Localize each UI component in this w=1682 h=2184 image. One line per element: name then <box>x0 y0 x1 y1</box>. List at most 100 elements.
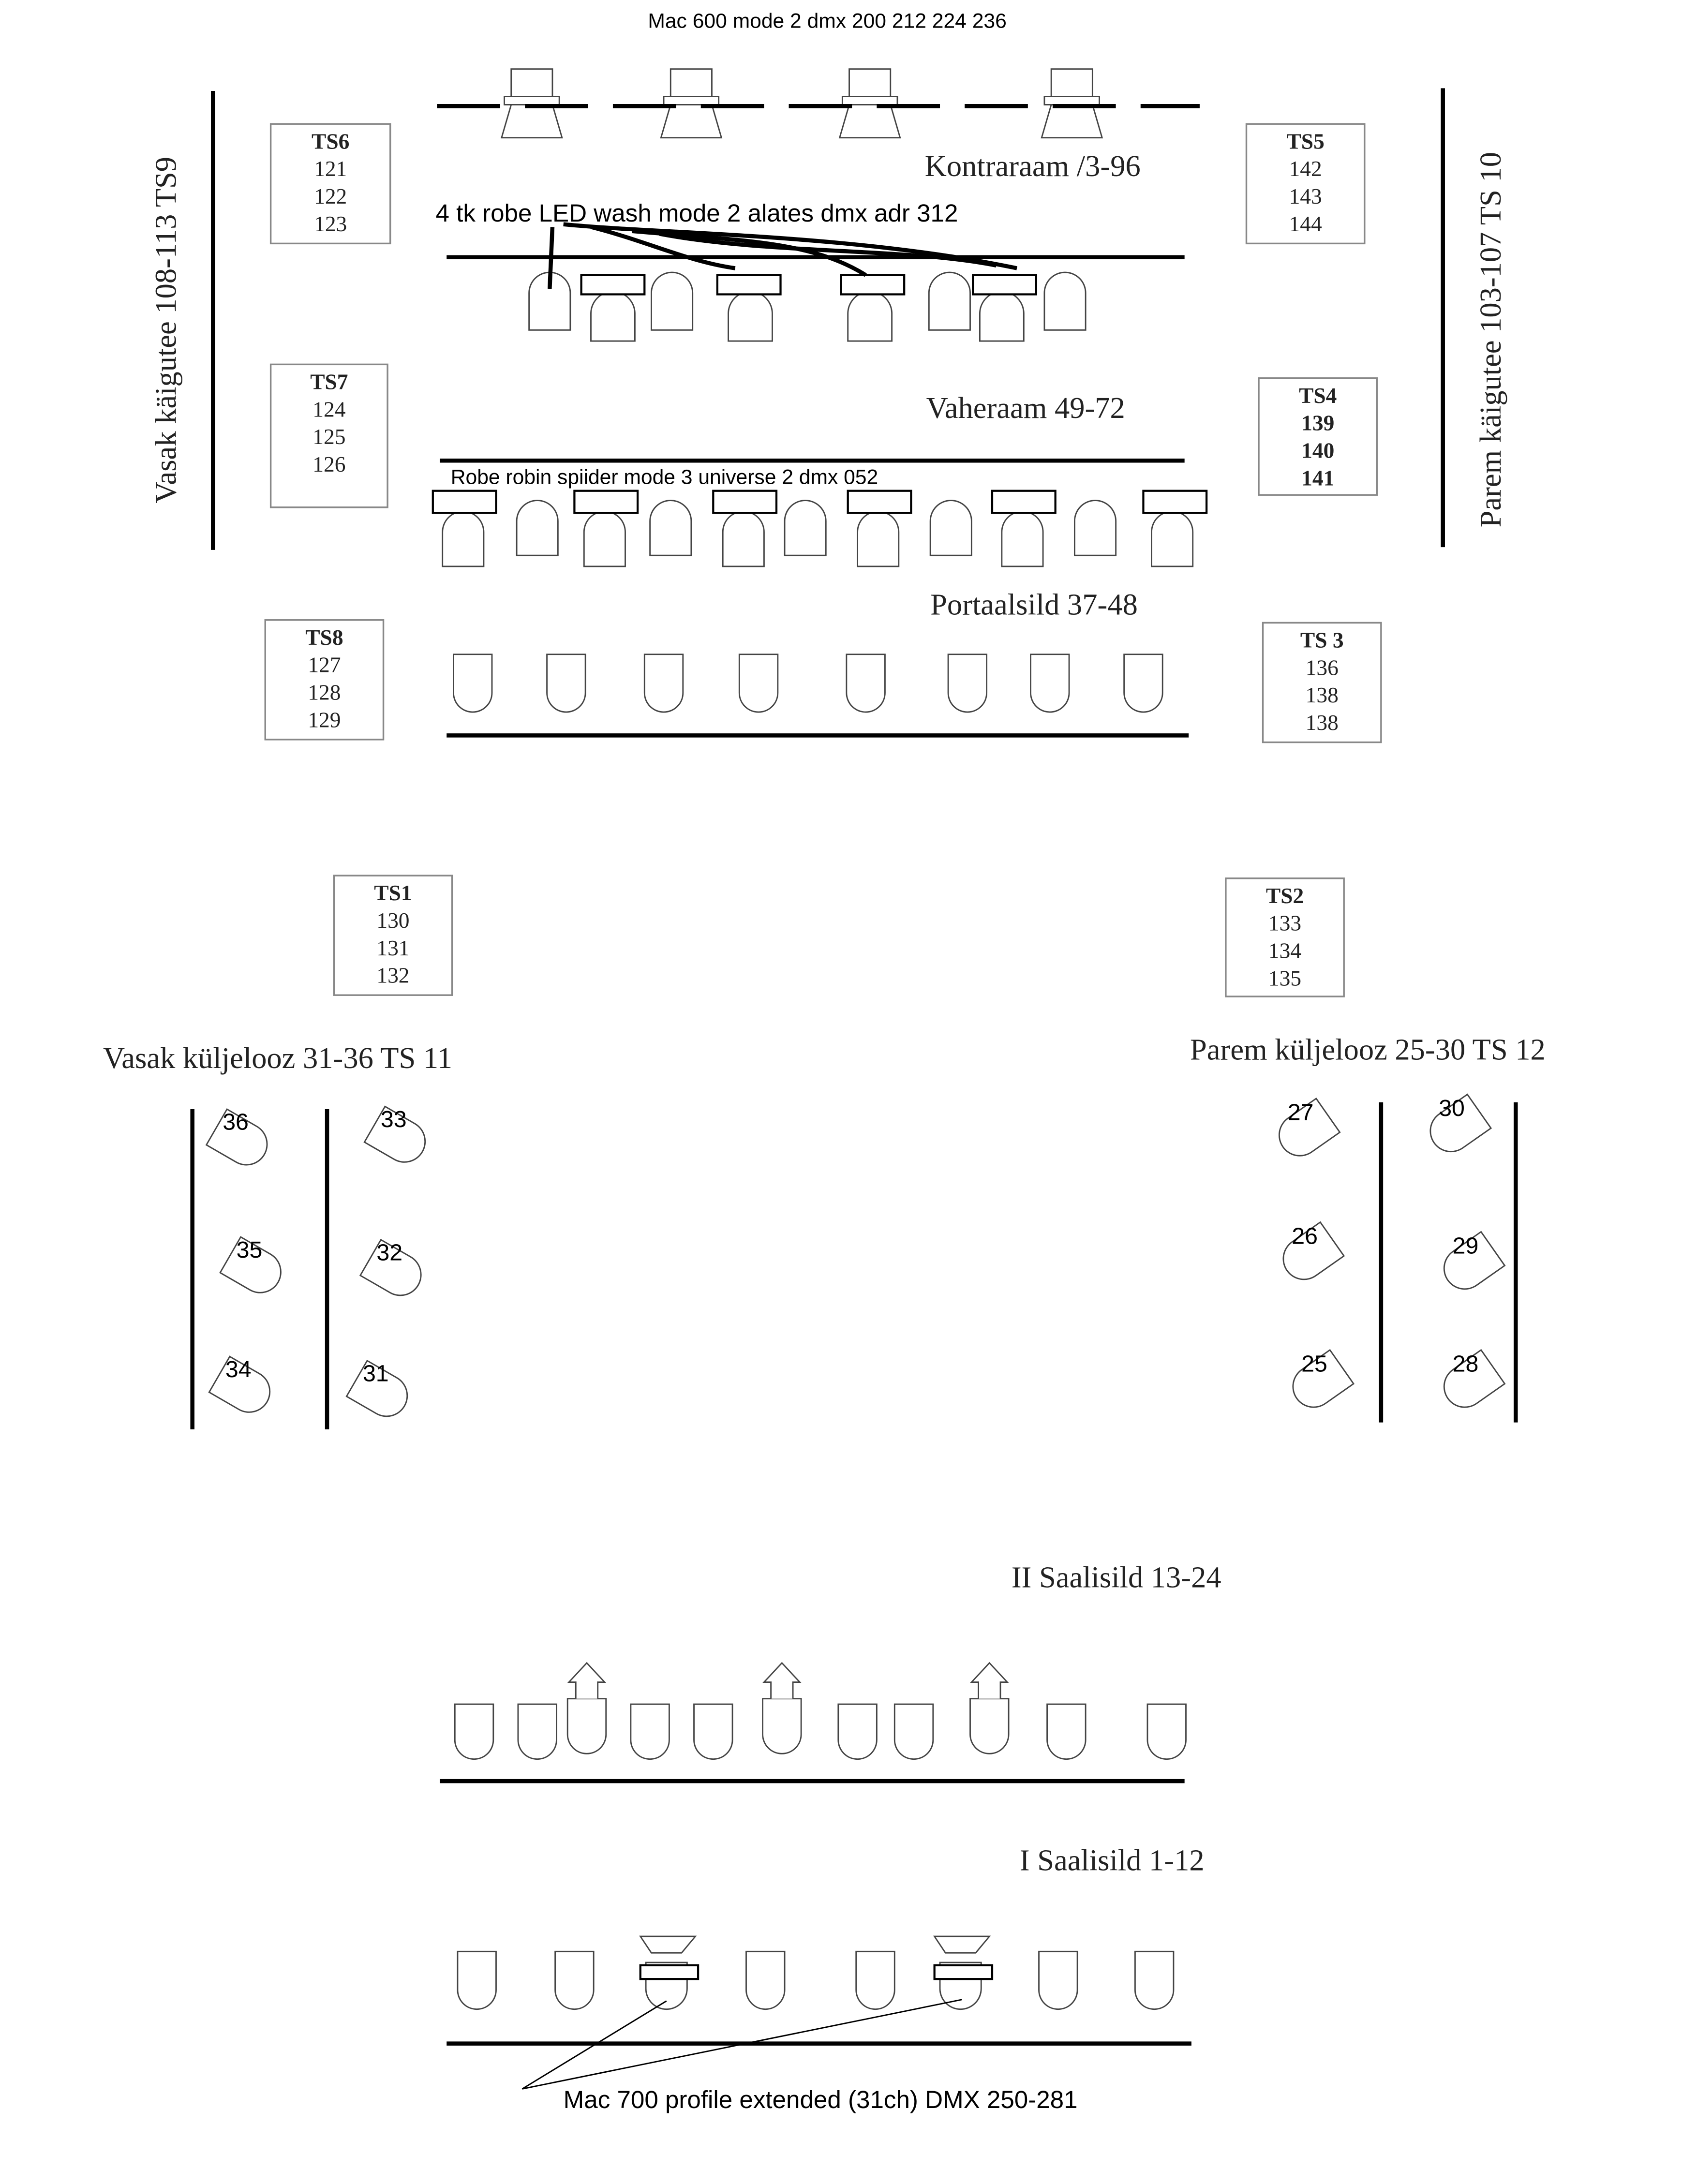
side-fixture: 26 <box>1282 1221 1345 1280</box>
fixture-icon <box>762 1698 802 1754</box>
fixture-icon <box>453 654 493 713</box>
box-title: TS8 <box>305 625 343 650</box>
side-fixture: 27 <box>1279 1097 1341 1157</box>
fixture-icon <box>738 654 779 713</box>
fixture-icon <box>893 1703 934 1760</box>
cable-lines <box>548 222 1017 289</box>
fixture-icon <box>1151 510 1194 567</box>
fixture-icon <box>457 1950 497 2010</box>
parem-kuljelooz-label: Parem küljelooz 25-30 TS 12 <box>1190 1033 1546 1067</box>
led-wash-icon <box>580 274 646 296</box>
mac700-icon <box>933 1935 991 1954</box>
channel-number: 123 <box>314 211 347 236</box>
led-wash-icon <box>840 274 906 296</box>
fixture-number: 35 <box>237 1237 263 1263</box>
portaalsild-label: Portaalsild 37-48 <box>930 587 1138 621</box>
channel-number: 138 <box>1306 683 1339 707</box>
fixture-number: 25 <box>1301 1351 1327 1377</box>
vasak-kuljelooz-label: Vasak küljelooz 31-36 TS 11 <box>103 1041 452 1075</box>
led-wash-icon <box>716 274 782 296</box>
mac600-annotation: Mac 600 mode 2 dmx 200 212 224 236 <box>648 9 1006 32</box>
fixture-icon <box>855 1950 895 2010</box>
fixture-number: 28 <box>1453 1351 1479 1377</box>
channel-number: 140 <box>1301 438 1334 463</box>
box-title: TS5 <box>1287 129 1325 153</box>
arrow-up-icon <box>762 1662 802 1699</box>
mac600-icon <box>838 68 901 139</box>
box-title: TS 3 <box>1300 628 1344 653</box>
robin-spider-icon <box>847 490 912 514</box>
side-fixture: 31 <box>345 1359 408 1417</box>
channel-number: 141 <box>1301 465 1334 490</box>
fixture-icon <box>837 1703 878 1760</box>
fixture-icon <box>693 1703 733 1760</box>
fixture-icon <box>722 510 765 567</box>
fixture-number: 29 <box>1453 1233 1479 1259</box>
fixture-icon <box>546 654 586 713</box>
channel-number: 130 <box>376 908 409 933</box>
side-fixture: 32 <box>359 1238 422 1296</box>
fixture-icon <box>517 1703 557 1760</box>
fixture-number: 30 <box>1439 1095 1465 1121</box>
mac700-bracket-icon <box>933 1964 994 1980</box>
fixture-icon <box>847 291 893 342</box>
channel-number: 131 <box>376 936 409 960</box>
fixture-icon <box>728 291 773 342</box>
fixture-icon <box>1046 1703 1087 1760</box>
channel-number: 136 <box>1306 655 1339 680</box>
side-fixture: 28 <box>1443 1349 1506 1408</box>
fixture-number: 32 <box>376 1239 402 1265</box>
fixture-icon <box>928 271 971 331</box>
side-fixture: 29 <box>1443 1231 1506 1290</box>
fixture-number: 27 <box>1288 1099 1314 1126</box>
fixture-icon <box>442 510 485 567</box>
channel-number: 142 <box>1289 156 1322 181</box>
fixture-icon <box>1001 510 1044 567</box>
channel-number: 144 <box>1289 211 1322 236</box>
fixture-icon <box>1030 654 1070 713</box>
channel-number: 133 <box>1268 911 1301 936</box>
side-fixture: 25 <box>1292 1349 1355 1408</box>
box-title: TS6 <box>312 129 349 153</box>
box-title: TS4 <box>1299 383 1337 408</box>
channel-number: 139 <box>1301 411 1334 435</box>
side-fixture: 30 <box>1429 1093 1492 1153</box>
channel-number: 134 <box>1268 938 1301 963</box>
box-title: TS2 <box>1266 883 1304 908</box>
channel-number: 122 <box>314 184 347 208</box>
fixture-icon <box>1134 1950 1175 2010</box>
mac700-icon <box>639 1935 697 1954</box>
fixture-icon <box>947 654 988 713</box>
fixture-number: 26 <box>1292 1223 1318 1249</box>
fixture-icon <box>784 500 827 556</box>
side-fixture: 35 <box>219 1236 282 1293</box>
fixture-number: 34 <box>225 1356 252 1382</box>
fixture-icon <box>929 500 972 556</box>
parem-kaigutee-label: Parem käigutee 103-107 TS 10 <box>1474 152 1507 527</box>
fixtures-layer <box>432 68 1208 2010</box>
robin-spider-icon <box>712 490 778 514</box>
fixture-icon <box>454 1703 494 1760</box>
fixture-icon <box>745 1950 786 2010</box>
fixture-icon <box>1043 271 1087 331</box>
vaheraam-label: Vaheraam 49-72 <box>926 391 1125 425</box>
fixture-icon <box>643 654 684 713</box>
box-title: TS7 <box>310 369 348 394</box>
fixture-icon <box>857 510 900 567</box>
box-title: TS1 <box>374 880 412 905</box>
side-fixture: 34 <box>208 1355 271 1413</box>
fixture-icon <box>1073 500 1117 556</box>
channel-number: 124 <box>313 397 345 421</box>
fixture-icon <box>1038 1950 1078 2010</box>
fixture-icon <box>590 291 636 342</box>
channel-number: 128 <box>308 680 341 704</box>
box-ts5: TS5 142 143 144 <box>1245 123 1366 245</box>
robin-spider-icon <box>573 490 639 514</box>
side-fixture: 33 <box>363 1105 426 1163</box>
channel-number: 143 <box>1289 184 1322 208</box>
fixture-icon <box>649 500 692 556</box>
fixture-icon <box>566 1698 607 1754</box>
